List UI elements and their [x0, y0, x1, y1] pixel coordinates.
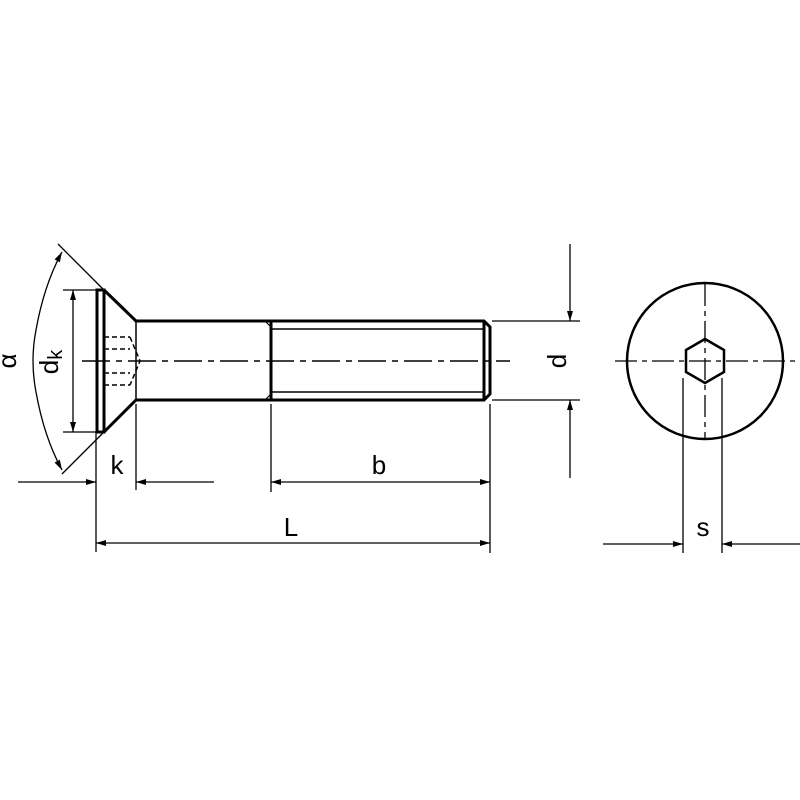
d-label: d: [542, 354, 572, 368]
hex-socket-hidden-lines: [104, 336, 141, 386]
k-dimension: k: [18, 404, 214, 552]
screw-body-outline: [102, 288, 492, 434]
dk-label: dk: [34, 349, 67, 374]
alpha-label: α: [0, 353, 22, 368]
dk-dimension: dk: [34, 289, 96, 433]
alpha-dimension: α: [0, 243, 105, 475]
side-view: [82, 288, 510, 434]
end-view: [615, 281, 795, 441]
s-dimension: s: [603, 378, 800, 553]
d-dimension: d: [492, 244, 580, 478]
thread-runout: [264, 320, 272, 401]
hex-socket: [684, 337, 726, 385]
L-dimension: L: [96, 512, 490, 546]
L-label: L: [284, 512, 298, 542]
b-dimension: b: [270, 404, 491, 553]
b-label: b: [372, 450, 386, 480]
s-label: s: [697, 512, 710, 542]
k-label: k: [111, 450, 125, 480]
